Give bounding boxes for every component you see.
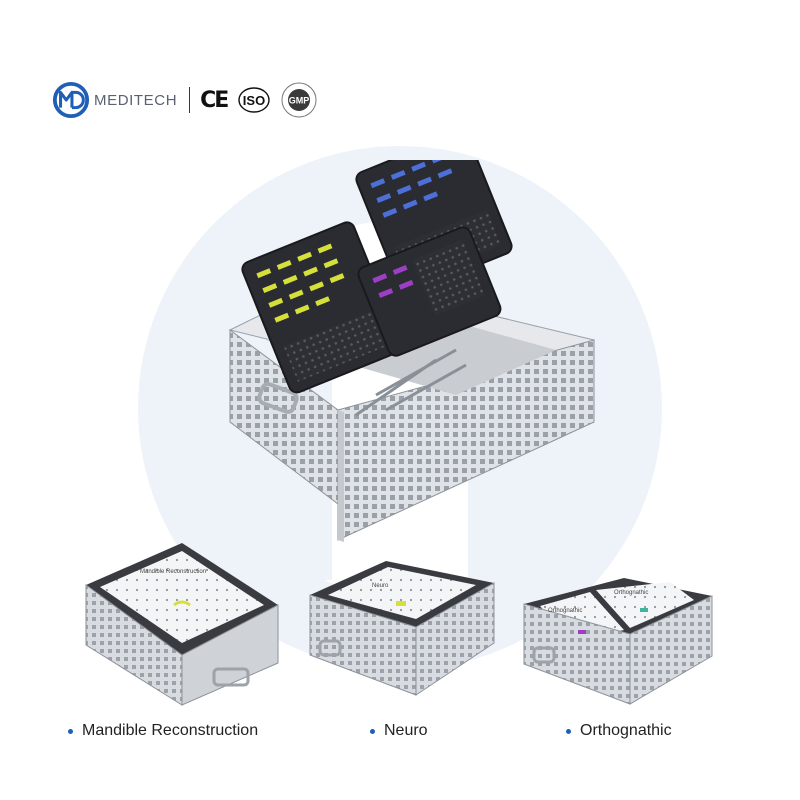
header-divider: [189, 87, 191, 113]
bullet-dot: [68, 728, 73, 734]
tray-label-orthognathic: Orthognathic: [548, 608, 582, 614]
ce-mark: CE: [200, 87, 229, 113]
caption-text: Orthognathic: [580, 722, 672, 739]
tray-label-orthognathic-2: Orthognathic: [614, 590, 648, 596]
main-instrument-case-image: [228, 160, 596, 542]
caption-neuro: Neuro: [370, 722, 428, 740]
brand-name: MEDITECH: [94, 91, 178, 109]
gmp-mark-icon: GMP: [281, 82, 317, 118]
tray-label-neuro: Neuro: [372, 583, 389, 589]
product-neuro-image: Neuro: [306, 555, 498, 705]
bullet-dot: [566, 728, 571, 734]
caption-mandible-reconstruction: Mandible Reconstruction: [68, 722, 258, 740]
product-mandible-reconstruction-image: Mandible Reconstruction: [82, 535, 282, 710]
caption-orthognathic: Orthognathic: [566, 722, 672, 740]
caption-text: Neuro: [384, 722, 428, 739]
iso-mark-icon: ISO: [238, 87, 271, 113]
product-orthognathic-image: Orthognathic Orthognathic: [520, 572, 716, 712]
bullet-dot: [370, 728, 375, 734]
caption-text: Mandible Reconstruction: [82, 722, 259, 739]
svg-text:GMP: GMP: [289, 96, 310, 106]
svg-text:ISO: ISO: [243, 93, 265, 108]
meditech-logo-icon: [52, 81, 90, 119]
brand-header: MEDITECH CE ISO GMP: [52, 78, 327, 122]
tray-label-mandible: Mandible Reconstruction: [140, 569, 206, 575]
